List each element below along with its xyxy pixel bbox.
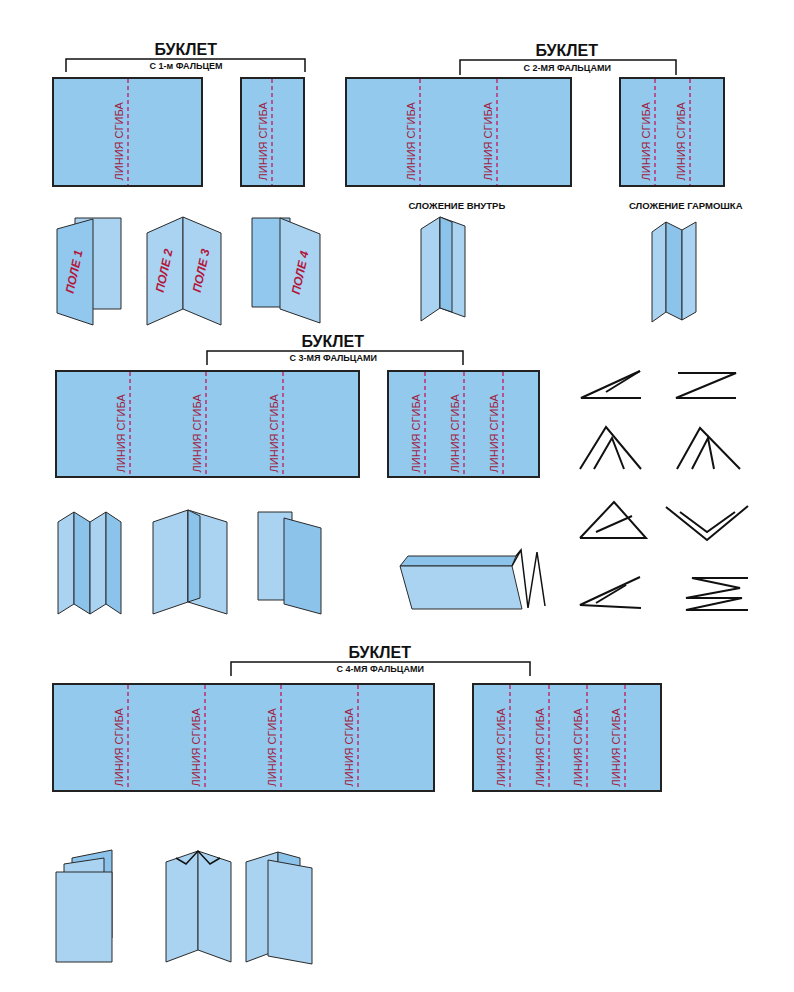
fold-lines <box>55 370 360 478</box>
fold-line-label: ЛИНИЯ СГИБА <box>410 394 423 472</box>
fold-line <box>502 372 503 476</box>
section-subheading: С 3-МЯ ФАЛЬЦАМИ <box>290 354 377 363</box>
booklet-panel <box>280 218 320 323</box>
fold-lines <box>52 683 435 792</box>
fold-line <box>463 372 464 476</box>
fold-line-label: ЛИНИЯ СГИБА <box>675 102 688 180</box>
fold-line-label: ЛИНИЯ СГИБА <box>113 708 126 786</box>
fold-line-label: ЛИНИЯ СГИБА <box>115 394 128 472</box>
booklet-panel <box>183 217 221 325</box>
folded-booklet <box>56 850 112 962</box>
fold-line-label: ЛИНИЯ СГИБА <box>257 102 270 180</box>
fold-caption: СЛОЖЕНИЕ ВНУТРЬ <box>409 201 506 211</box>
folded-booklet <box>652 222 696 322</box>
fold-line <box>127 79 128 185</box>
fold-line-label: ЛИНИЯ СГИБА <box>268 394 281 472</box>
folded-booklet: ПОЛЕ 1 <box>55 215 123 327</box>
folded-booklet: ПОЛЕ 4 <box>250 215 322 327</box>
folded-booklet <box>400 550 545 609</box>
fold-line-label: ЛИНИЯ СГИБА <box>534 708 547 786</box>
fold-line <box>586 685 587 790</box>
section-subheading: С 1-м ФАЛЬЦЕМ <box>150 62 223 71</box>
folded-booklet <box>153 510 227 614</box>
fold-line <box>654 79 655 185</box>
booklet-sheet: ЛИНИЯ СГИБА ЛИНИЯ СГИБА <box>345 77 572 187</box>
fold-line <box>548 685 549 790</box>
booklet-outline <box>145 215 223 327</box>
fold-line <box>282 372 283 476</box>
fold-line <box>204 685 205 790</box>
booklet-sheet: ЛИНИЯ СГИБА ЛИНИЯ СГИБА ЛИНИЯ СГИБА ЛИНИЯ С… <box>472 683 662 792</box>
booklet-sheet: ЛИНИЯ СГИБА <box>240 77 305 187</box>
section-heading: БУКЛЕТ <box>349 645 412 661</box>
fold-line <box>280 685 281 790</box>
booklet-sheet: ЛИНИЯ СГИБА <box>52 77 203 187</box>
fold-line <box>271 79 272 185</box>
fold-line-label: ЛИНИЯ СГИБА <box>190 708 203 786</box>
section-subheading: С 2-МЯ ФАЛЬЦАМИ <box>524 64 611 73</box>
fold-lines <box>240 77 305 187</box>
booklet-sheet: ЛИНИЯ СГИБА ЛИНИЯ СГИБА <box>619 77 725 187</box>
fold-lines <box>52 77 203 187</box>
booklet-sheet: ЛИНИЯ СГИБА ЛИНИЯ СГИБА ЛИНИЯ СГИБА <box>387 370 540 478</box>
bracket <box>231 662 530 676</box>
folded-booklet <box>58 512 121 614</box>
booklet-outline <box>55 215 123 327</box>
fold-lines <box>619 77 725 187</box>
fold-scheme <box>580 371 748 610</box>
fold-line-label: ЛИНИЯ СГИБА <box>640 102 653 180</box>
booklet-panel <box>147 217 183 325</box>
booklet-sheet: ЛИНИЯ СГИБА ЛИНИЯ СГИБА ЛИНИЯ СГИБА <box>55 370 360 478</box>
fold-line <box>129 372 130 476</box>
booklet-outline <box>250 215 322 327</box>
section-subheading: С 4-МЯ ФАЛЬЦАМИ <box>337 665 424 674</box>
folded-booklet <box>421 217 465 321</box>
fold-line <box>205 372 206 476</box>
bracket <box>460 60 676 75</box>
folded-booklet <box>258 512 321 614</box>
fold-line-label: ЛИНИЯ СГИБА <box>610 708 623 786</box>
booklet-sheet: ЛИНИЯ СГИБА ЛИНИЯ СГИБА ЛИНИЯ СГИБА ЛИНИЯ С… <box>52 683 435 792</box>
fold-line-label: ЛИНИЯ СГИБА <box>191 394 204 472</box>
fold-lines <box>345 77 572 187</box>
section-heading: БУКЛЕТ <box>302 334 365 350</box>
fold-line-label: ЛИНИЯ СГИБА <box>266 708 279 786</box>
fold-line-label: ЛИНИЯ СГИБА <box>572 708 585 786</box>
section-heading: БУКЛЕТ <box>155 42 218 58</box>
fold-line <box>424 372 425 476</box>
folded-booklet: ПОЛЕ 2ПОЛЕ 3 <box>145 215 223 327</box>
fold-line <box>127 685 128 790</box>
fold-line <box>624 685 625 790</box>
section-heading: БУКЛЕТ <box>536 43 599 59</box>
fold-line-label: ЛИНИЯ СГИБА <box>482 102 495 180</box>
folded-booklet <box>166 851 231 962</box>
fold-line-label: ЛИНИЯ СГИБА <box>343 708 356 786</box>
fold-line <box>689 79 690 185</box>
fold-line-label: ЛИНИЯ СГИБА <box>495 708 508 786</box>
booklet-panel <box>57 219 93 325</box>
folded-booklet <box>246 852 312 964</box>
fold-line-label: ЛИНИЯ СГИБА <box>113 102 126 180</box>
bracket <box>207 351 463 365</box>
fold-caption: СЛОЖЕНИЕ ГАРМОШКА <box>629 201 743 211</box>
fold-line <box>509 685 510 790</box>
fold-line-label: ЛИНИЯ СГИБА <box>449 394 462 472</box>
fold-line <box>496 79 497 185</box>
fold-line <box>357 685 358 790</box>
fold-line-label: ЛИНИЯ СГИБА <box>405 102 418 180</box>
fold-line <box>419 79 420 185</box>
bracket <box>66 59 305 72</box>
fold-line-label: ЛИНИЯ СГИБА <box>488 394 501 472</box>
